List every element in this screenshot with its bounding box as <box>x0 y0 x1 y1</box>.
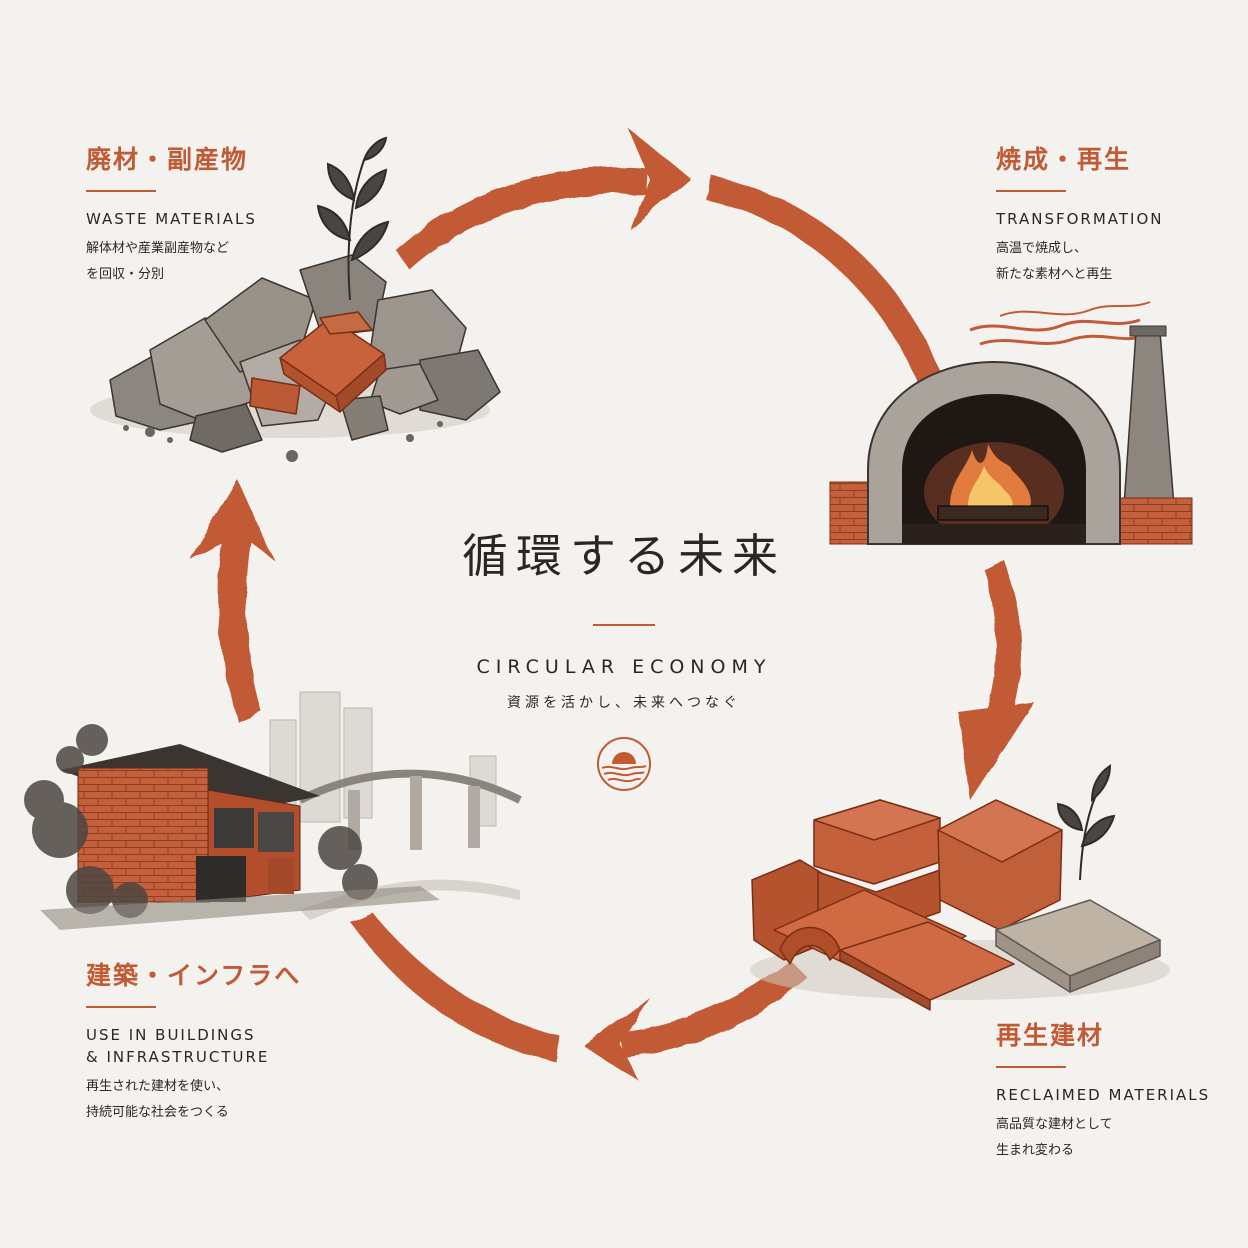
step-title-jp: 再生建材 <box>996 1021 1105 1050</box>
step-description: 高品質な建材として 生まれ変わる <box>996 1117 1113 1158</box>
arrow-reclaimed-to-buildings <box>584 960 808 1082</box>
step-divider <box>996 190 1066 192</box>
arrow-buildings-tail <box>350 912 560 1062</box>
center-title-block: 循環する未来 CIRCULAR ECONOMY 資源を活かし、未来へつなぐ <box>374 520 874 792</box>
step-title-jp: 廃材・副産物 <box>86 145 249 174</box>
arrow-to-kiln <box>706 176 944 388</box>
step-title-en: WASTE MATERIALS <box>86 210 257 228</box>
diagram-title: 循環する未来 <box>462 529 786 583</box>
cycle-arrows <box>190 128 1034 1082</box>
step-divider <box>86 1006 156 1008</box>
step-divider <box>996 1066 1066 1068</box>
step-transformation: 焼成・再生 TRANSFORMATION 高温で焼成し、 新たな素材へと再生 <box>996 140 1164 288</box>
arrow-buildings-to-waste <box>190 480 274 722</box>
diagram-tagline: 資源を活かし、未来へつなぐ <box>507 695 741 711</box>
step-description: 再生された建材を使い、 持続可能な社会をつくる <box>86 1079 230 1120</box>
step-buildings-infrastructure: 建築・インフラへ USE IN BUILDINGS & INFRASTRUCTU… <box>86 956 301 1126</box>
arrow-transformation-to-reclaimed <box>958 560 1034 800</box>
plant-sprig-icon <box>316 136 390 301</box>
step-title-en: USE IN BUILDINGS & INFRASTRUCTURE <box>86 1026 270 1066</box>
sun-wave-logo-icon <box>596 736 652 792</box>
step-title-en: TRANSFORMATION <box>996 210 1164 228</box>
step-waste-materials: 廃材・副産物 WASTE MATERIALS 解体材や産業副産物など を回収・分… <box>86 140 257 288</box>
brick-building-icon <box>24 691 522 930</box>
diagram-subtitle: CIRCULAR ECONOMY <box>476 656 772 678</box>
step-title-jp: 焼成・再生 <box>996 145 1132 174</box>
step-title-jp: 建築・インフラへ <box>86 961 302 990</box>
title-divider <box>593 624 655 626</box>
step-description: 解体材や産業副産物など を回収・分別 <box>86 241 230 282</box>
rubble-pile-icon <box>90 136 501 462</box>
arrow-waste-to-transformation <box>396 128 690 270</box>
step-title-en: RECLAIMED MATERIALS <box>996 1086 1211 1104</box>
brick-stack-icon <box>750 764 1170 1011</box>
step-description: 高温で焼成し、 新たな素材へと再生 <box>996 241 1113 282</box>
kiln-furnace-icon <box>829 301 1193 545</box>
step-divider <box>86 190 156 192</box>
step-reclaimed-materials: 再生建材 RECLAIMED MATERIALS 高品質な建材として 生まれ変わ… <box>996 1016 1210 1164</box>
